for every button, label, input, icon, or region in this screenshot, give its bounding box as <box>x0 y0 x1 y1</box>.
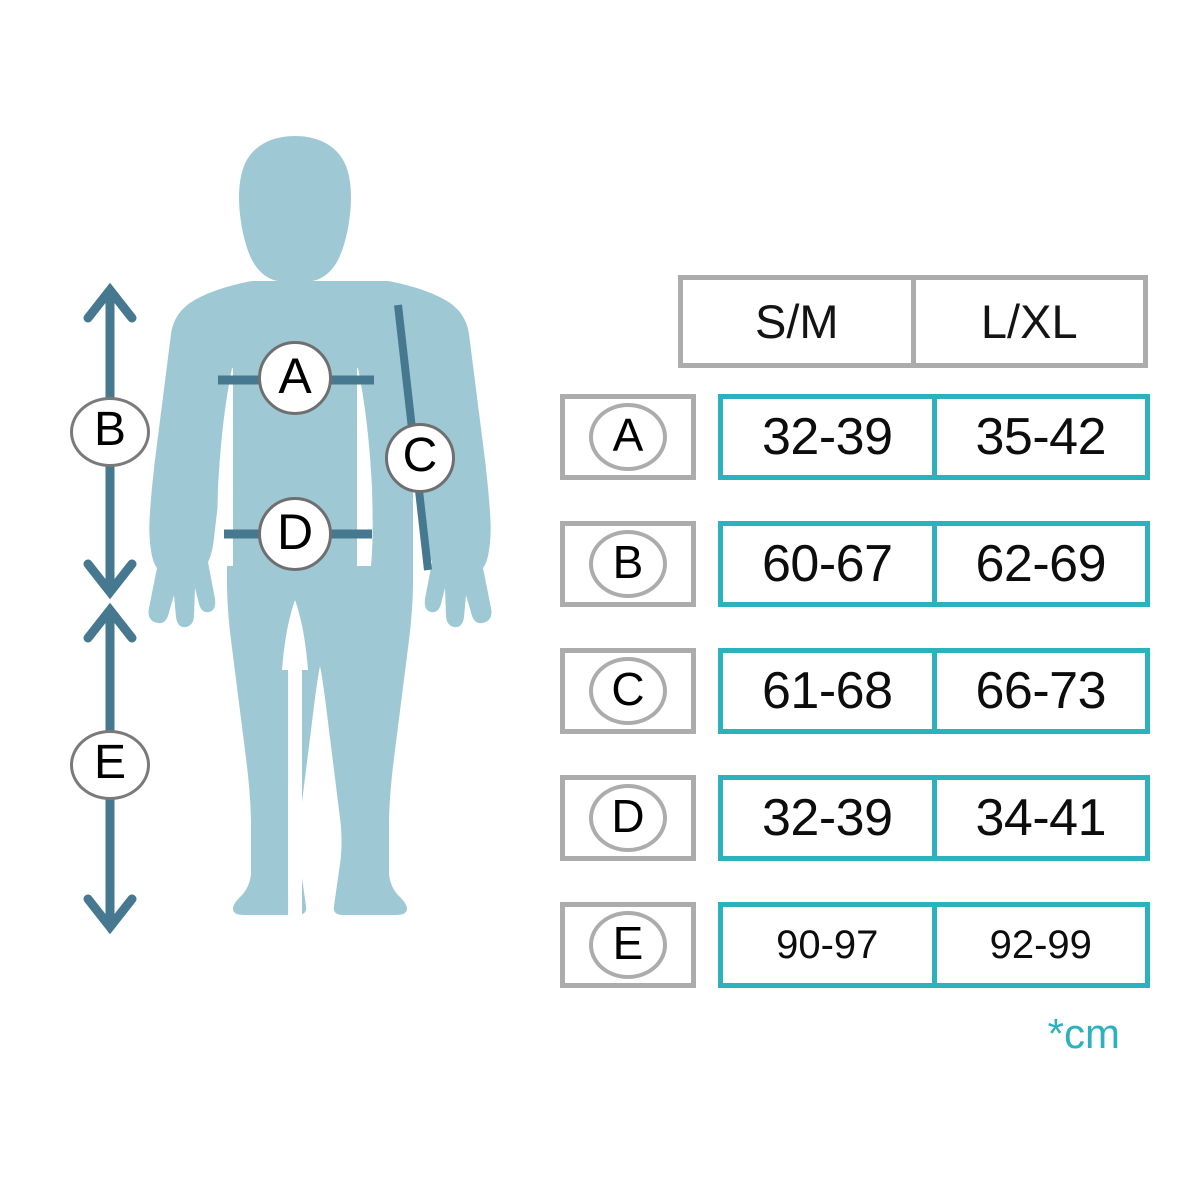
cell-d-sm: 32-39 <box>762 789 893 847</box>
body-silhouette-icon <box>148 136 492 995</box>
row-label-circle-d: D <box>589 784 667 852</box>
cell-a-lxl: 35-42 <box>931 399 1146 475</box>
row-label-box-c: C <box>560 648 696 734</box>
row-values-d: 32-39 34-41 <box>718 775 1150 861</box>
row-label-a: A <box>612 409 644 461</box>
figure-marker-e: E <box>70 730 150 800</box>
cell-e-lxl: 92-99 <box>931 907 1146 983</box>
unit-note: *cm <box>1047 1010 1120 1057</box>
figure-marker-d-label: D <box>276 504 314 560</box>
row-label-circle-e: E <box>589 911 667 979</box>
row-values-b: 60-67 62-69 <box>718 521 1150 607</box>
cell-c-lxl: 66-73 <box>931 653 1146 729</box>
table-header-row: S/M L/XL <box>678 275 1148 368</box>
figure-marker-a: A <box>258 341 332 415</box>
figure-marker-b-label: B <box>93 403 126 456</box>
table-row: C 61-68 66-73 <box>530 648 1150 734</box>
row-label-b: B <box>612 536 644 588</box>
row-label-d: D <box>611 790 645 842</box>
cell-b-lxl: 62-69 <box>931 526 1146 602</box>
row-label-e: E <box>612 917 644 969</box>
row-label-circle-b: B <box>589 530 667 598</box>
row-values-a: 32-39 35-42 <box>718 394 1150 480</box>
cell-c-sm: 61-68 <box>762 662 893 720</box>
table-row: A 32-39 35-42 <box>530 394 1150 480</box>
cell-b-sm: 60-67 <box>762 535 893 593</box>
cell-a-sm: 32-39 <box>762 408 893 466</box>
row-values-c: 61-68 66-73 <box>718 648 1150 734</box>
table-row: B 60-67 62-69 <box>530 521 1150 607</box>
size-table-panel: S/M L/XL A 32-39 35-42 B <box>500 0 1200 1200</box>
figure-marker-e-label: E <box>93 736 126 789</box>
row-label-circle-a: A <box>589 403 667 471</box>
figure-marker-c: C <box>385 423 455 493</box>
row-label-box-e: E <box>560 902 696 988</box>
row-label-circle-c: C <box>589 657 667 725</box>
cell-d-lxl: 34-41 <box>931 780 1146 856</box>
table-row: E 90-97 92-99 <box>530 902 1150 988</box>
table-row: D 32-39 34-41 <box>530 775 1150 861</box>
figure-marker-a-label: A <box>278 348 312 404</box>
cell-e-sm: 90-97 <box>776 922 879 967</box>
body-diagram-svg <box>83 136 492 995</box>
row-label-box-d: D <box>560 775 696 861</box>
column-header-sm: S/M <box>754 295 839 348</box>
row-label-box-b: B <box>560 521 696 607</box>
row-label-box-a: A <box>560 394 696 480</box>
row-values-e: 90-97 92-99 <box>718 902 1150 988</box>
body-figure-panel: A B C D E <box>0 0 500 1200</box>
figure-marker-c-label: C <box>402 429 438 482</box>
column-header-lxl: L/XL <box>910 280 1144 363</box>
figure-marker-b: B <box>70 397 150 467</box>
row-label-c: C <box>611 663 645 715</box>
figure-marker-d: D <box>258 497 332 571</box>
